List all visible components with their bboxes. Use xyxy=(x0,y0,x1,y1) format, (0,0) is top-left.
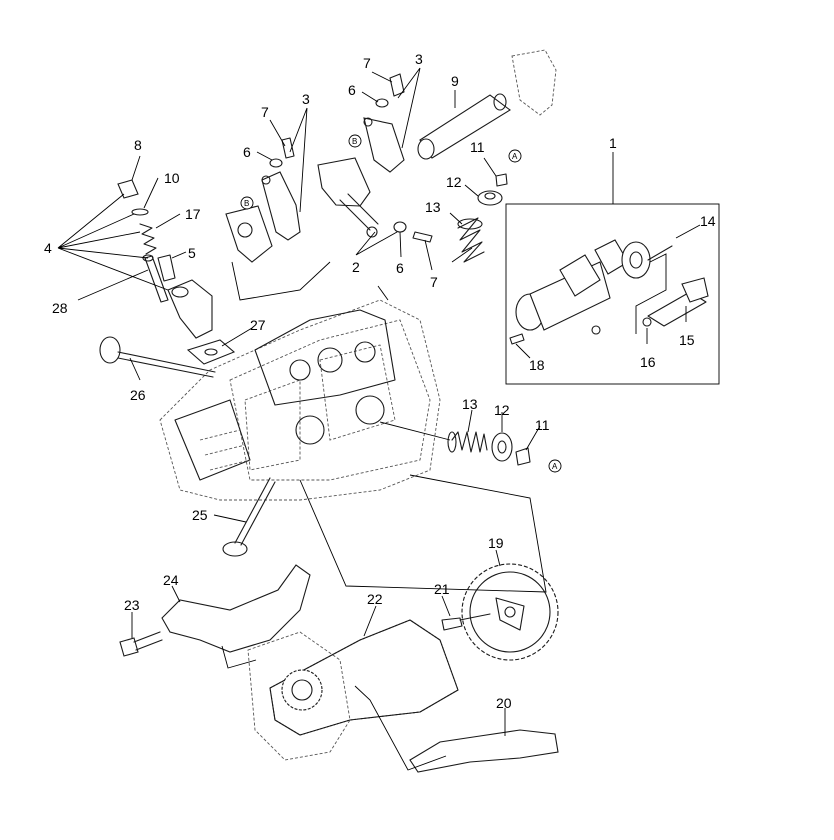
camshaft-14 xyxy=(515,239,673,331)
spring-retainer-12-upper xyxy=(477,190,503,206)
callout-16: 16 xyxy=(640,354,656,370)
callout-25: 25 xyxy=(192,507,208,523)
gasket-27 xyxy=(186,339,236,365)
callout-7-bottom: 7 xyxy=(430,274,438,290)
callout-22: 22 xyxy=(367,591,383,607)
callout-labels: 1 2 3 3 4 5 6 6 6 7 7 7 8 9 10 11 11 12 … xyxy=(44,51,716,711)
callout-4: 4 xyxy=(44,240,52,256)
camshaft-group-frame xyxy=(505,203,720,385)
spring-pin-16 xyxy=(642,317,652,327)
spring-17 xyxy=(139,223,157,255)
rocker-arm-left xyxy=(225,171,301,263)
cylinder-head xyxy=(159,299,441,501)
adjuster-screw-7-left xyxy=(281,137,295,159)
valve-keeper-11-upper xyxy=(495,173,508,187)
callout-26: 26 xyxy=(130,387,146,403)
callout-12-upper: 12 xyxy=(446,174,462,190)
callout-12-lower: 12 xyxy=(494,402,510,418)
callout-6-top: 6 xyxy=(348,82,356,98)
adjuster-screw-7-bottom xyxy=(412,231,433,243)
nut-6-top xyxy=(375,98,389,108)
bolt-23 xyxy=(119,631,163,657)
nut-6-left xyxy=(269,158,283,168)
pin-5 xyxy=(157,254,176,282)
valve-spring-13-lower xyxy=(447,431,488,453)
callout-1: 1 xyxy=(609,135,617,151)
callout-21: 21 xyxy=(434,581,450,597)
callout-11-lower: 11 xyxy=(535,417,550,433)
nut-6-bottom xyxy=(393,221,407,233)
svg-text:A: A xyxy=(512,152,518,161)
callout-19: 19 xyxy=(488,535,504,551)
ref-mark-b-2: B xyxy=(240,196,254,210)
rocker-arm-right xyxy=(317,117,405,238)
callout-18: 18 xyxy=(529,357,545,373)
callout-8: 8 xyxy=(134,137,142,153)
leader-lines xyxy=(57,67,701,771)
callout-5: 5 xyxy=(188,245,196,261)
washer-10 xyxy=(131,208,149,216)
crank-sprocket xyxy=(281,669,323,711)
callout-7-top: 7 xyxy=(363,55,371,71)
bolt-21 xyxy=(441,613,491,631)
callout-15: 15 xyxy=(679,332,695,348)
callout-10: 10 xyxy=(164,170,180,186)
callout-7-left: 7 xyxy=(261,104,269,120)
svg-text:B: B xyxy=(352,137,357,146)
callout-27: 27 xyxy=(250,317,266,333)
chain-guide-20 xyxy=(409,729,559,773)
ref-mark-b-1: B xyxy=(348,134,362,148)
valve-spring-13-upper xyxy=(457,217,485,263)
callout-17: 17 xyxy=(185,206,201,222)
tensioner-bolt-8 xyxy=(117,179,139,199)
callout-6-left: 6 xyxy=(243,144,251,160)
callout-2: 2 xyxy=(352,259,360,275)
pin-18 xyxy=(509,333,525,345)
callout-28: 28 xyxy=(52,300,68,316)
ref-mark-a-1: A xyxy=(548,459,562,473)
callout-6-bottom: 6 xyxy=(396,260,404,276)
valve-keeper-11-lower xyxy=(515,447,531,466)
callout-20: 20 xyxy=(496,695,512,711)
valve-25 xyxy=(222,477,276,557)
callout-3-top: 3 xyxy=(415,51,423,67)
tensioner-body xyxy=(167,279,213,339)
callout-11-upper: 11 xyxy=(470,139,485,155)
callout-13-lower: 13 xyxy=(462,396,478,412)
cam-sprocket-19 xyxy=(461,563,559,661)
decompressor-shaft-15 xyxy=(647,277,709,327)
ref-mark-a-2: A xyxy=(508,149,522,163)
callout-24: 24 xyxy=(163,572,179,588)
rocker-shaft-9 xyxy=(417,49,557,160)
callout-3-left: 3 xyxy=(302,91,310,107)
callout-23: 23 xyxy=(124,597,140,613)
spring-retainer-12-lower xyxy=(491,432,513,462)
adjuster-screw-7-top xyxy=(389,73,405,97)
chain-guide-24 xyxy=(161,564,311,653)
bolt-28 xyxy=(142,254,169,303)
svg-text:B: B xyxy=(244,199,249,208)
valve-26 xyxy=(99,336,216,378)
callout-9: 9 xyxy=(451,73,459,89)
timing-chain-22 xyxy=(269,619,459,736)
callout-13-upper: 13 xyxy=(425,199,441,215)
callout-14: 14 xyxy=(700,213,716,229)
svg-text:A: A xyxy=(552,462,558,471)
